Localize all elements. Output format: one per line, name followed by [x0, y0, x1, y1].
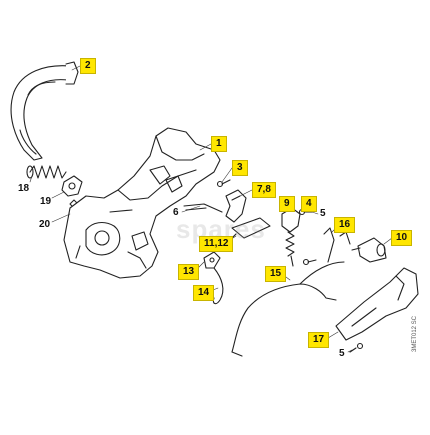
callout-part-11-12[interactable]: 11,12 [199, 236, 234, 252]
callout-part-1[interactable]: 1 [211, 136, 227, 152]
screw-part-5-upper [302, 258, 317, 266]
callout-part-10[interactable]: 10 [391, 230, 413, 246]
bracket-part [61, 175, 83, 197]
callout-part-7-8[interactable]: 7,8 [252, 182, 276, 198]
buffer-part [351, 237, 387, 263]
trigger-spring-part [281, 207, 301, 267]
callout-part-16[interactable]: 16 [334, 217, 356, 233]
throttle-rod-part [183, 203, 223, 213]
ignition-cable-part [231, 261, 345, 357]
callout-part-14[interactable]: 14 [193, 285, 215, 301]
callout-part-18[interactable]: 18 [18, 183, 30, 194]
callout-part-20[interactable]: 20 [39, 219, 51, 230]
reference-code: 3MET012 SC [412, 315, 418, 352]
callout-part-9[interactable]: 9 [279, 196, 295, 212]
rear-handle-housing [63, 127, 221, 279]
handlebar-part [10, 61, 79, 161]
callout-part-17[interactable]: 17 [308, 332, 330, 348]
callout-part-6[interactable]: 6 [173, 207, 179, 218]
callout-part-13[interactable]: 13 [178, 264, 200, 280]
callout-part-3[interactable]: 3 [232, 160, 248, 176]
callout-part-5-lower[interactable]: 5 [339, 348, 345, 359]
switch-part [203, 251, 221, 269]
screw-part-3 [216, 179, 231, 188]
trigger-interlock-part [225, 189, 247, 223]
lever-part [323, 227, 351, 263]
callout-part-5-upper[interactable]: 5 [320, 208, 326, 219]
callout-part-2[interactable]: 2 [80, 58, 96, 74]
callout-part-4[interactable]: 4 [301, 196, 317, 212]
handle-cover-part [335, 267, 419, 341]
short-wire-part [212, 267, 224, 305]
screw-part-5-lower [349, 342, 364, 353]
callout-part-15[interactable]: 15 [265, 266, 287, 282]
callout-part-19[interactable]: 19 [40, 196, 52, 207]
spring-part [26, 165, 67, 179]
